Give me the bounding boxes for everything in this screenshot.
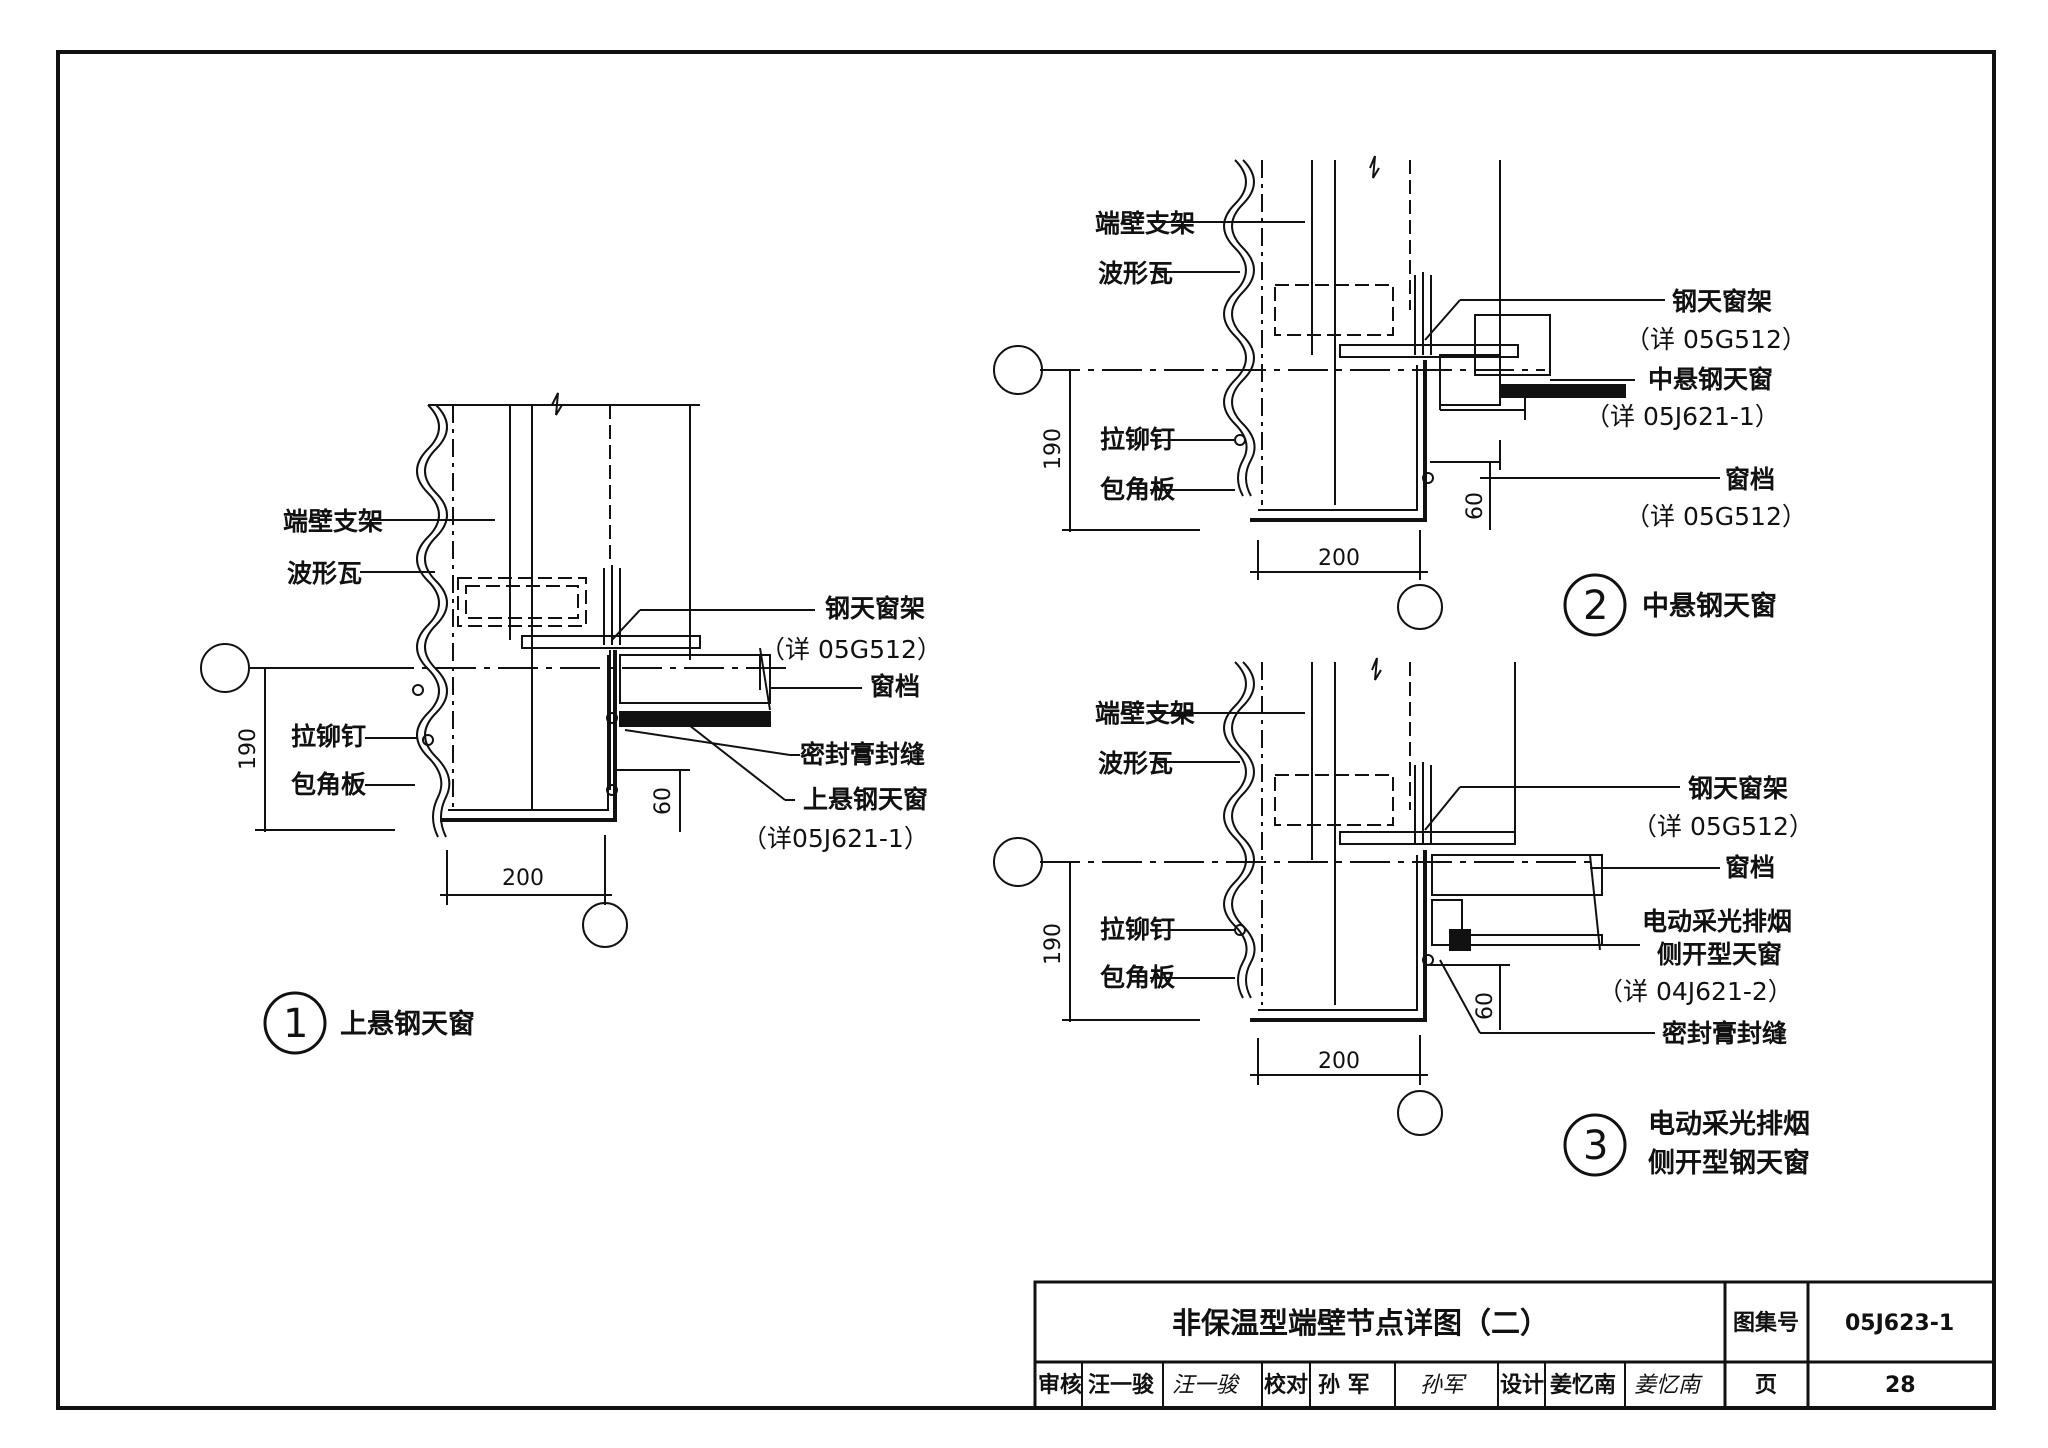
detail-1 bbox=[200, 392, 862, 948]
d1-corner-plate: 包角板 bbox=[291, 770, 366, 799]
d3-rivet: 拉铆钉 bbox=[1100, 915, 1175, 944]
title-block bbox=[1033, 1280, 1996, 1410]
d1-sealant: 密封膏封缝 bbox=[800, 740, 925, 769]
d2-dim-190: 190 bbox=[1041, 428, 1066, 470]
atlas-label: 图集号 bbox=[1733, 1310, 1799, 1336]
corrugated-tile-1 bbox=[416, 404, 443, 838]
d3-title-1: 电动采光排烟 bbox=[1648, 1109, 1810, 1140]
d1-dim-190: 190 bbox=[236, 728, 261, 770]
d1-dim-60: 60 bbox=[651, 787, 676, 815]
d3-corrugated-tile: 波形瓦 bbox=[1098, 749, 1173, 778]
design-label: 设计 bbox=[1500, 1373, 1544, 1398]
detail-2 bbox=[993, 155, 1720, 630]
sheet-border bbox=[56, 50, 1996, 1410]
axis-bubble-3a bbox=[993, 837, 1043, 887]
d3-title-2: 侧开型钢天窗 bbox=[1648, 1147, 1810, 1179]
d2-number-circle bbox=[1563, 573, 1627, 637]
axis-bubble-1a bbox=[200, 643, 250, 693]
d1-title: 上悬钢天窗 bbox=[340, 1008, 475, 1040]
d3-steel-frame-ref: （详 05G512） bbox=[1632, 812, 1814, 841]
d3-wall-bracket: 端壁支架 bbox=[1095, 699, 1195, 728]
d3-dim-200: 200 bbox=[1318, 1049, 1360, 1074]
d1-corrugated-tile: 波形瓦 bbox=[287, 559, 362, 588]
d1-steel-frame-ref: （详 05G512） bbox=[760, 635, 942, 664]
axis-bubble-2a bbox=[993, 345, 1043, 395]
axis-bubble-1b bbox=[582, 902, 628, 948]
d2-dim-60: 60 bbox=[1463, 492, 1488, 520]
d1-window-rail: 窗档 bbox=[870, 672, 920, 701]
d1-number-circle bbox=[263, 991, 327, 1055]
d1-dim-200: 200 bbox=[502, 866, 544, 891]
d3-dim-190: 190 bbox=[1041, 923, 1066, 965]
d3-window-ref: （详 04J621-2） bbox=[1598, 977, 1793, 1006]
reviewer-signature: 汪一骏 bbox=[1172, 1373, 1241, 1398]
sheet-title: 非保温型端壁节点详图（二） bbox=[1172, 1306, 1549, 1340]
detail-3 bbox=[993, 657, 1720, 1136]
d2-number: 2 bbox=[1583, 583, 1608, 629]
d2-corner-plate: 包角板 bbox=[1100, 475, 1175, 504]
corrugated-tile-3 bbox=[1223, 661, 1248, 999]
page-number: 28 bbox=[1885, 1373, 1916, 1398]
d3-window-type-1: 电动采光排烟 bbox=[1642, 907, 1792, 936]
axis-bubble-2b bbox=[1397, 584, 1443, 630]
reviewer-name: 汪一骏 bbox=[1088, 1372, 1155, 1398]
d2-window-ref: （详 05J621-1） bbox=[1585, 402, 1780, 431]
d1-number: 1 bbox=[283, 1001, 308, 1047]
d1-wall-bracket: 端壁支架 bbox=[283, 507, 383, 536]
d3-number: 3 bbox=[1583, 1123, 1608, 1169]
d2-steel-frame-ref: （详 05G512） bbox=[1625, 325, 1807, 354]
axis-bubble-3b bbox=[1397, 1090, 1443, 1136]
designer-name: 姜忆南 bbox=[1550, 1372, 1616, 1398]
d3-corner-plate: 包角板 bbox=[1100, 963, 1175, 992]
d3-steel-frame: 钢天窗架 bbox=[1688, 774, 1788, 803]
designer-signature: 姜忆南 bbox=[1634, 1373, 1703, 1398]
checker-signature: 孙军 bbox=[1420, 1373, 1467, 1398]
d3-dim-60: 60 bbox=[1473, 992, 1498, 1020]
d2-window-rail-ref: （详 05G512） bbox=[1625, 502, 1807, 531]
d1-window-type: 上悬钢天窗 bbox=[803, 785, 928, 814]
d2-rivet: 拉铆钉 bbox=[1100, 425, 1175, 454]
d3-window-rail: 窗档 bbox=[1725, 853, 1775, 882]
d1-steel-frame: 钢天窗架 bbox=[825, 594, 925, 623]
page-label: 页 bbox=[1755, 1373, 1777, 1398]
d1-window-ref: （详05J621-1） bbox=[742, 824, 929, 853]
check-label: 校对 bbox=[1264, 1372, 1308, 1398]
d2-dim-200: 200 bbox=[1318, 546, 1360, 571]
d2-corrugated-tile: 波形瓦 bbox=[1098, 259, 1173, 288]
d3-sealant: 密封膏封缝 bbox=[1662, 1019, 1787, 1048]
d2-title: 中悬钢天窗 bbox=[1642, 590, 1777, 622]
d3-number-circle bbox=[1563, 1113, 1627, 1177]
atlas-number: 05J623-1 bbox=[1845, 1311, 1954, 1336]
d1-rivet: 拉铆钉 bbox=[291, 722, 366, 751]
corrugated-tile-2 bbox=[1223, 159, 1248, 497]
d2-window-rail: 窗档 bbox=[1725, 465, 1775, 494]
d3-window-type-2: 侧开型天窗 bbox=[1657, 940, 1782, 969]
checker-name: 孙 军 bbox=[1318, 1373, 1370, 1398]
d2-wall-bracket: 端壁支架 bbox=[1095, 209, 1195, 238]
d2-steel-frame: 钢天窗架 bbox=[1672, 287, 1772, 316]
d2-window-type: 中悬钢天窗 bbox=[1648, 365, 1773, 394]
review-label: 审核 bbox=[1038, 1372, 1082, 1398]
